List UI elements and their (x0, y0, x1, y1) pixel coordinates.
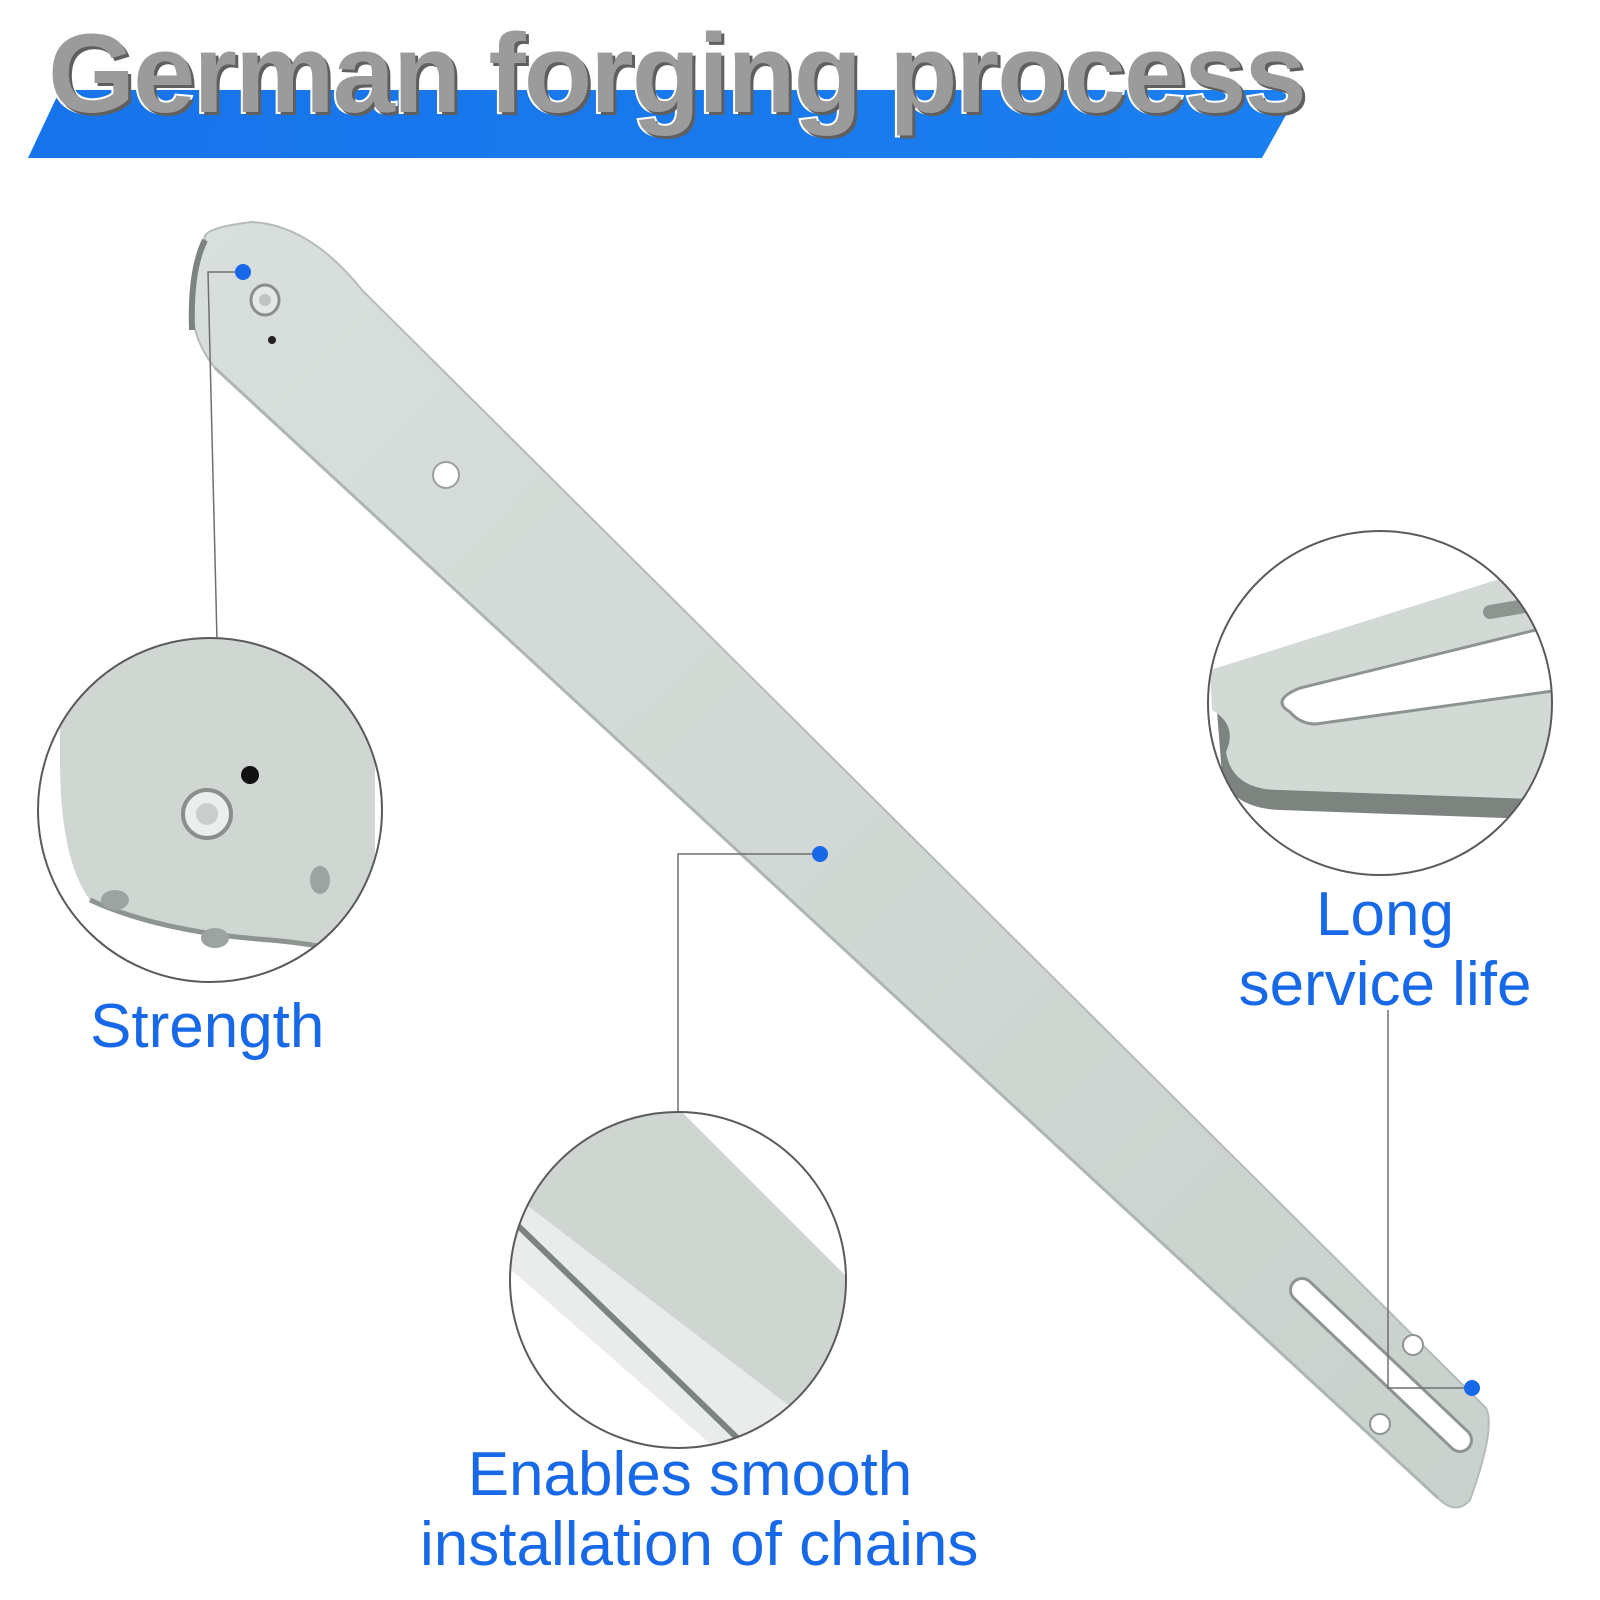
strength-label: Strength (90, 992, 324, 1062)
leader-line-service (1387, 1010, 1472, 1389)
mid-hole (432, 461, 460, 489)
leader-line-strength (207, 271, 243, 641)
callout-dot-strength (235, 264, 251, 280)
tail-hole-upper (1402, 1334, 1424, 1356)
smooth-install-label: Enables smooth installation of chains (420, 1440, 979, 1580)
page-title: German forging process (46, 11, 1309, 136)
zoom-circle-strength (37, 637, 383, 983)
guide-bar (188, 220, 1490, 1509)
zoom-circle-service (1207, 530, 1553, 876)
smooth-install-line-1: Enables smooth (467, 1440, 913, 1509)
zoom-circle-smooth (509, 1111, 847, 1449)
tail-hole-lower (1369, 1413, 1391, 1435)
service-life-line-2: service life (1238, 950, 1532, 1019)
title-banner-stripe (28, 90, 1300, 158)
service-life-label: Long service life (1230, 880, 1540, 1020)
leader-line-smooth (677, 853, 820, 1112)
smooth-install-line-2: installation of chains (420, 1510, 979, 1579)
oil-hole (268, 336, 276, 344)
mounting-slot (1289, 1277, 1473, 1453)
callout-dot-service (1464, 1380, 1480, 1396)
callout-dot-smooth (812, 846, 828, 862)
service-life-line-1: Long (1316, 880, 1454, 949)
nose-rivet (249, 283, 281, 317)
strength-label-text: Strength (90, 992, 325, 1061)
